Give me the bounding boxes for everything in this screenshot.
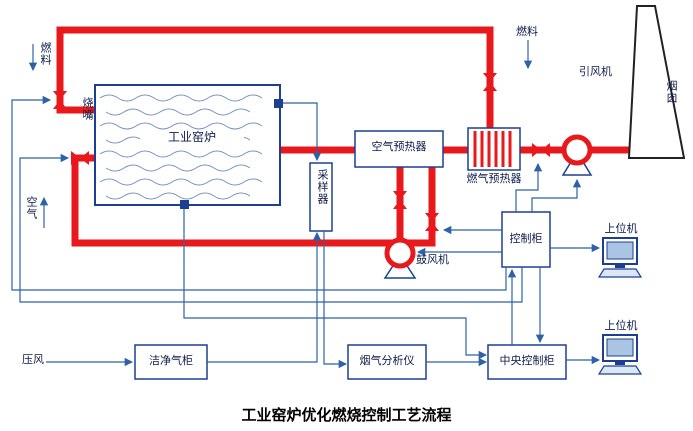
control-to-fuel-inlet-line bbox=[11, 95, 507, 291]
fuel-pipe bbox=[56, 26, 494, 128]
central-control-cabinet-box bbox=[487, 344, 567, 380]
furnace-side-port bbox=[274, 99, 283, 108]
gas-preheater-box bbox=[467, 127, 521, 171]
host-computer-top-icon bbox=[597, 237, 643, 278]
host-computer-top-label: 上位机 bbox=[604, 223, 638, 235]
furnace-bottom-port bbox=[180, 200, 189, 209]
chimney-label: 烟囱 bbox=[665, 80, 677, 104]
valves bbox=[53, 73, 550, 231]
fuel-left-label: 燃料 bbox=[39, 42, 51, 66]
control-cabinet-label: 控制柜 bbox=[509, 233, 543, 245]
induced-draft-fan-symbol bbox=[561, 134, 593, 176]
preheated-air-valve bbox=[425, 213, 439, 231]
furnace-to-sampler-line bbox=[283, 102, 322, 162]
compressed-air-label: 压风 bbox=[22, 354, 44, 366]
control-to-air-inlet-line bbox=[19, 153, 523, 303]
sampler-to-analyzer-line bbox=[323, 231, 348, 369]
air-preheater-label: 空气预热器 bbox=[371, 141, 427, 153]
signal-lines bbox=[11, 40, 601, 369]
furnace-sensor-line bbox=[183, 209, 488, 360]
clean-gas-cabinet-box bbox=[134, 344, 208, 380]
control-to-flue-valve-line bbox=[515, 162, 543, 212]
chimney-shape bbox=[627, 5, 686, 159]
fuel-valve bbox=[53, 91, 67, 109]
blower-fan-symbol bbox=[383, 237, 417, 279]
host-computer-bottom-label: 上位机 bbox=[604, 320, 638, 332]
flue-gas-analyzer-label: 烟气分析仪 bbox=[359, 355, 415, 367]
burner-label: 烧嘴 bbox=[81, 97, 93, 121]
central-control-cabinet-label: 中央控制柜 bbox=[499, 355, 555, 367]
induced-draft-fan-label: 引风机 bbox=[579, 66, 612, 78]
furnace-box bbox=[94, 84, 283, 209]
air-label: 空气 bbox=[25, 196, 37, 220]
clean-gas-cabinet-label: 洁净气柜 bbox=[149, 355, 193, 367]
air-valve bbox=[71, 151, 89, 165]
sampler-box bbox=[309, 162, 333, 232]
sampler-label: 采样器 bbox=[316, 169, 328, 205]
diagram-title: 工业窑炉优化燃烧控制工艺流程 bbox=[241, 407, 452, 424]
gas-preheater-label: 燃气预热器 bbox=[466, 173, 522, 185]
control-to-fan-line bbox=[531, 178, 582, 212]
furnace-label: 工业窑炉 bbox=[140, 131, 244, 144]
fuel-right-valve bbox=[483, 73, 497, 91]
host-computer-bottom-icon bbox=[597, 334, 643, 375]
air-preheater-box bbox=[354, 130, 444, 168]
control-cabinet-box bbox=[501, 211, 551, 268]
fuel-right-label: 燃料 bbox=[516, 26, 538, 38]
blower-label: 鼓风机 bbox=[416, 254, 449, 266]
cleangas-to-sampler-line bbox=[207, 231, 322, 363]
flue-valve bbox=[532, 143, 550, 157]
heat-exchanger-fins bbox=[473, 131, 512, 167]
blower-valve bbox=[393, 191, 407, 209]
